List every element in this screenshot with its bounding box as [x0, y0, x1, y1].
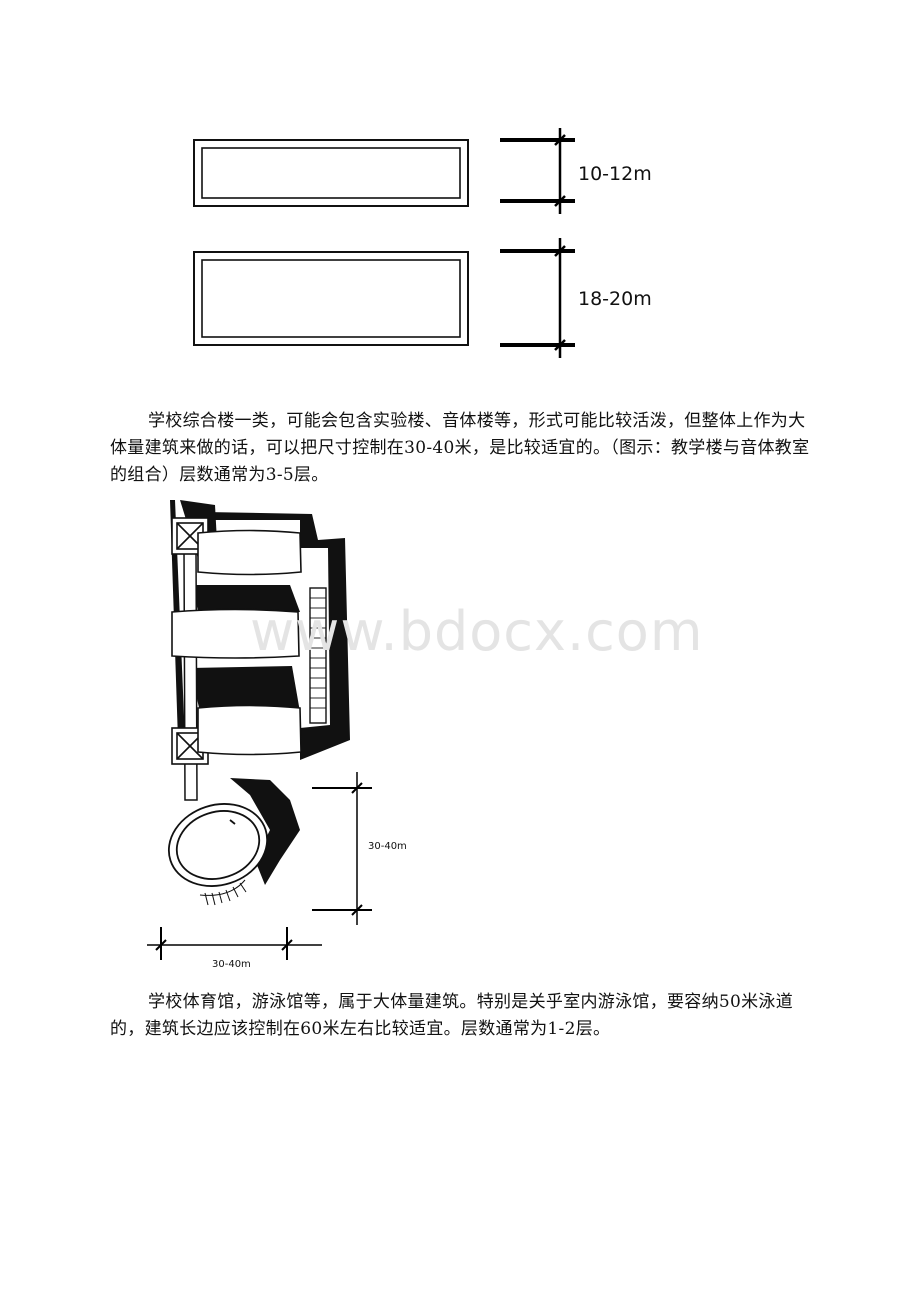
vertical-dimension-line: [312, 772, 372, 925]
oval-hall: [167, 803, 269, 887]
wide-block-outline: [193, 251, 469, 346]
school-complex-sketch: 30-40m 30-40m: [147, 500, 407, 970]
narrow-dimension-line: [500, 128, 575, 214]
wide-dimension-line: [500, 238, 575, 358]
building-depth-diagram: 10-12m 18-20m: [193, 128, 652, 358]
paragraph-complex-building: 学校综合楼一类，可能会包含实验楼、音体楼等，形式可能比较活泼，但整体上作为大体量…: [110, 411, 810, 485]
wide-dimension-label: 18-20m: [578, 288, 652, 310]
sketch-shadows: [170, 500, 350, 885]
vertical-dimension-label: 30-40m: [368, 841, 407, 852]
classroom-wings: [171, 529, 302, 756]
horizontal-dimension-line: [147, 927, 322, 960]
side-connector: [309, 587, 327, 724]
narrow-block-outline: [193, 139, 469, 207]
horizontal-dimension-label: 30-40m: [212, 959, 251, 970]
paragraph-gymnasium: 学校体育馆，游泳馆等，属于大体量建筑。特别是关乎室内游泳馆，要容纳50米泳道的，…: [110, 992, 794, 1039]
narrow-dimension-label: 10-12m: [578, 163, 652, 185]
hall-steps: [199, 879, 247, 906]
